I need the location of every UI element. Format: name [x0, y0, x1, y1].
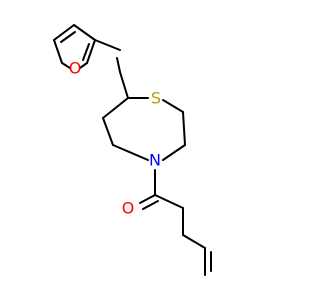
- molecule-structure: O S N O: [53, 24, 212, 276]
- thiazepane-ring: [102, 97, 186, 161]
- bond-c7-to-furan: [119, 71, 129, 99]
- bond-furan-c5-o: [79, 62, 88, 69]
- bond-ring-c5-n4: [112, 144, 149, 161]
- bond-furan-c2-down: [116, 57, 121, 73]
- bond-ring-c7-c6: [102, 97, 129, 119]
- ring-nitrogen-label: N: [149, 151, 161, 170]
- bond-furan-c2-c3: [53, 24, 75, 41]
- bond-ring-c2-s1: [162, 99, 184, 113]
- bond-carbonyl-co: [139, 194, 156, 204]
- bond-furan-o-c2: [53, 39, 63, 64]
- bond-furan-c2-c3-double: [60, 31, 76, 43]
- acyl-chain: [139, 169, 212, 276]
- bond-carbonyl-co-double: [142, 200, 159, 210]
- bond-furan-c4-c5-double: [82, 43, 90, 61]
- bond-furan-o-c2-side: [61, 62, 71, 69]
- bond-carbonyl-ch2: [154, 194, 184, 209]
- furan-ring: [53, 24, 96, 69]
- bond-ring-c6-c5: [102, 117, 114, 146]
- furan-oxygen-label: O: [69, 59, 82, 78]
- bond-ch2-ch: [182, 234, 206, 249]
- bond-furan-c3-c4: [73, 24, 96, 41]
- bond-furan-to-ring: [94, 39, 121, 51]
- carbonyl-oxygen-label: O: [122, 199, 135, 218]
- bond-ring-n4-c3: [162, 144, 186, 161]
- bond-ring-c3-c2: [182, 111, 186, 146]
- ring-sulfur-label: S: [151, 89, 161, 108]
- bond-furan-c4-c5: [86, 39, 96, 64]
